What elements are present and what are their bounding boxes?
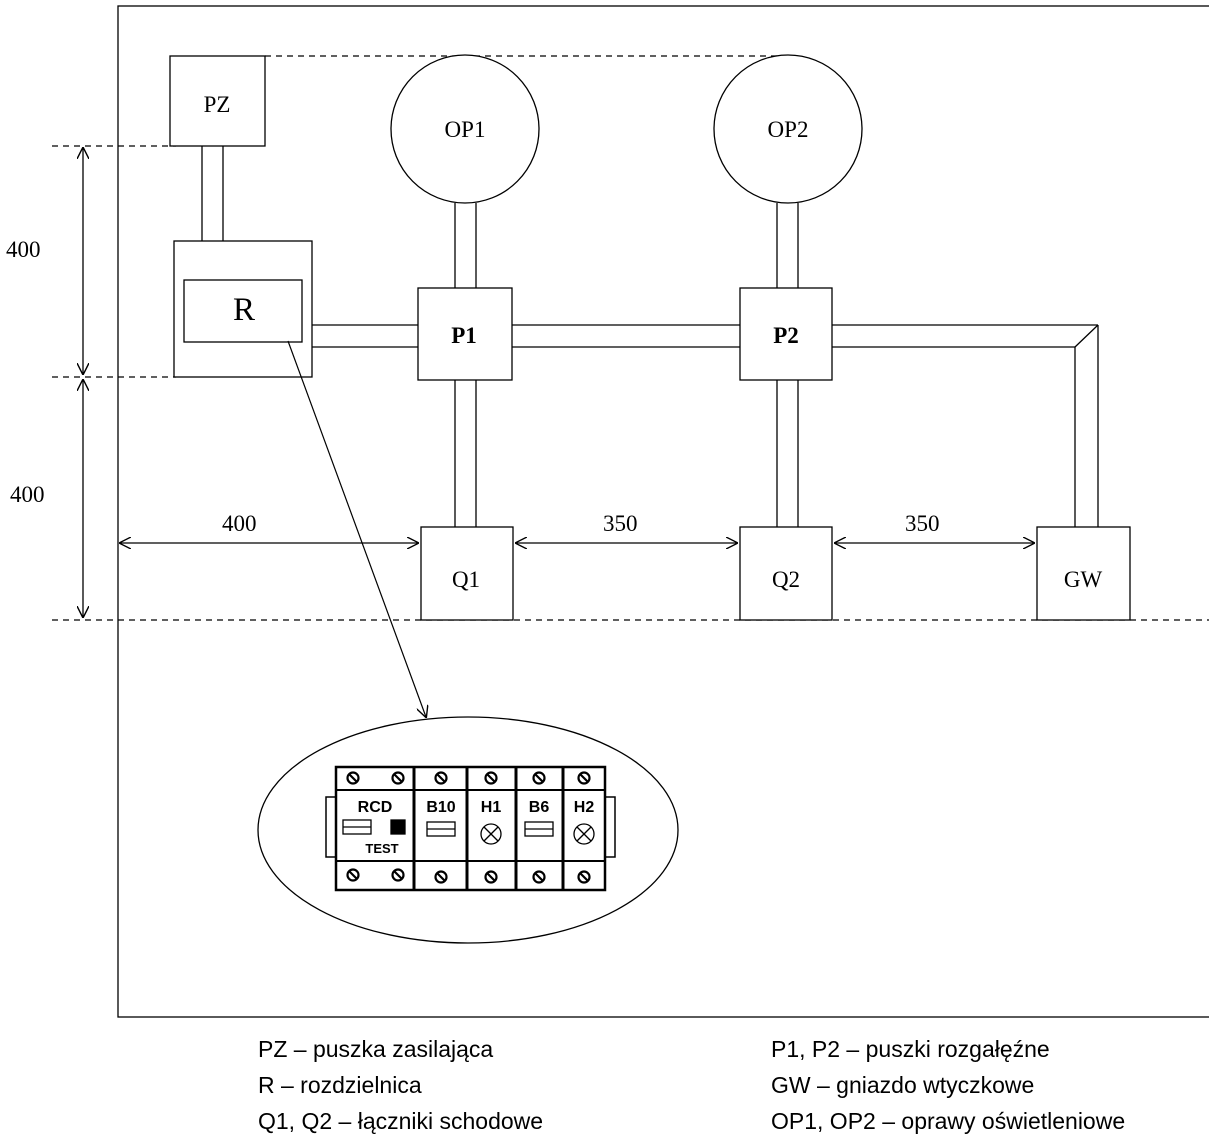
wiring-diagram: PZ OP1 OP2 R P1 P2 Q1 Q2 GW 400 400 400 … [6, 5, 1209, 1018]
legend-item-p: P1, P2 – puszki rozgałęźne [771, 1036, 1050, 1062]
q2-label: Q2 [772, 567, 800, 592]
p2-label: P2 [773, 323, 799, 348]
test-button-label: TEST [365, 841, 398, 856]
op2-label: OP2 [768, 117, 809, 142]
test-button-icon [390, 819, 406, 835]
dim-horizontal-right: 350 [905, 511, 940, 536]
rcd-switch-icon [342, 819, 372, 835]
q1-box [420, 526, 514, 621]
module-h1-label: H1 [481, 799, 502, 816]
dimension-arrows [83, 148, 1034, 617]
module-rcd-label: RCD [358, 799, 393, 816]
op2-circle [713, 54, 863, 204]
dim-horizontal-left: 400 [222, 511, 257, 536]
legend-item-r: R – rozdzielnica [258, 1072, 422, 1098]
h1-indicator-lamp-icon [480, 823, 502, 845]
dim-horizontal-mid: 350 [603, 511, 638, 536]
op1-label: OP1 [445, 117, 486, 142]
dim-vertical-top: 400 [6, 237, 41, 262]
terminal-screws [346, 771, 591, 884]
q2-box [739, 526, 833, 621]
b10-breaker-icon [426, 821, 456, 837]
legend-item-pz: PZ – puszka zasilająca [258, 1036, 494, 1062]
b6-breaker-icon [524, 821, 554, 837]
module-b10-label: B10 [426, 799, 455, 816]
gw-box [1036, 526, 1131, 621]
module-b6-label: B6 [529, 799, 550, 816]
legend-item-q: Q1, Q2 – łączniki schodowe [258, 1108, 544, 1134]
conduits [201, 146, 1099, 527]
r-label: R [233, 292, 255, 328]
distribution-panel [325, 765, 616, 892]
p2-box [739, 287, 833, 381]
h2-indicator-lamp-icon [573, 823, 595, 845]
op1-circle [390, 54, 540, 204]
legend-item-gw: GW – gniazdo wtyczkowe [771, 1072, 1035, 1098]
panel-detail-ellipse [257, 716, 679, 944]
q1-label: Q1 [452, 567, 480, 592]
pz-label: PZ [204, 92, 231, 117]
p1-label: P1 [451, 323, 477, 348]
legend-item-op: OP1, OP2 – oprawy oświetleniowe [771, 1108, 1126, 1134]
detail-pointer-arrow [287, 340, 426, 717]
pz-box [169, 55, 266, 147]
gw-label: GW [1064, 567, 1103, 592]
room-outline [117, 5, 1209, 1018]
r-inner-box [183, 279, 303, 343]
p1-box [417, 287, 513, 381]
dim-vertical-bottom: 400 [10, 482, 45, 507]
reference-lines [52, 55, 1209, 621]
module-h2-label: H2 [574, 799, 595, 816]
